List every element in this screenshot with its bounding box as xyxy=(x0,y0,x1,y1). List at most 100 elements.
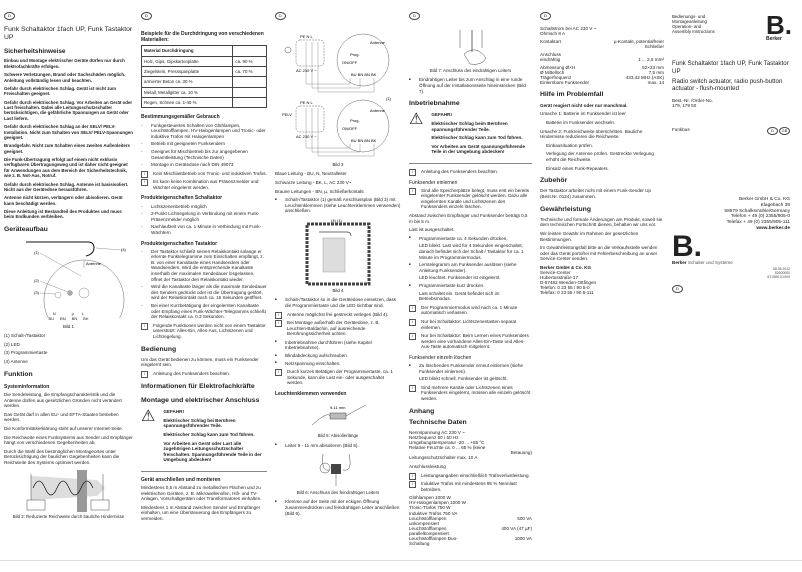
load-value: 1000 VA xyxy=(514,535,532,541)
info-icon: i xyxy=(409,187,416,195)
service-line: D-57482 Wenden-Ottfingen xyxy=(540,280,597,286)
service-line: Hubertusstraße 17 xyxy=(540,275,579,281)
tech-line: Netzfrequenz 50 / 60 Hz xyxy=(409,435,459,441)
spec-label: Einlernbare Funksender xyxy=(540,80,590,86)
switch-props-list: Lichtszenenbetrieb möglich 2-Punkt Licht… xyxy=(141,204,267,236)
info-icon: i xyxy=(409,169,416,176)
info-text: Bei Montage außerhalb der Gerätedose, z.… xyxy=(287,320,380,337)
doc-type-line: Operation- and xyxy=(672,24,702,30)
logo-brand: Berker xyxy=(766,36,782,42)
table-cell: armierter Beton ca. 30 % xyxy=(140,76,234,88)
website-link[interactable]: www.berker.de xyxy=(756,225,790,231)
help-subheading: Gerät reagiert nicht oder nur manchmal. xyxy=(540,102,628,108)
table-cell: Holz, Gips, Gipskartonplatte xyxy=(140,55,234,67)
figure-4: (4) (1) Bild 4 xyxy=(275,218,401,293)
svg-text:(2): (2) xyxy=(34,278,40,283)
product-title: Funk Schaltaktor 1fach UP, Funk Tastakto… xyxy=(4,26,133,41)
safety-item: Antenne nicht kürzen, verlängern oder ab… xyxy=(4,195,123,206)
figure-7: Bild 7: Anschluss des eindrahtigen Leite… xyxy=(409,30,532,73)
push-props-heading: Produkteigenschaften Tastaktor xyxy=(141,240,218,247)
wire-info: Schwarze Leitung - BK, L, AC 230 V~ xyxy=(275,179,352,185)
safety-item: Die Funk-Übertragung erfolgt auf einem n… xyxy=(4,157,128,179)
load-value: 500 VA xyxy=(517,515,532,521)
info-text: Der Programmiermodus wird nach ca. 1 Min… xyxy=(421,304,518,316)
load-label: Leuchtstofflampen unkompensiert xyxy=(409,515,447,526)
footer-logo: B. Berker Schalter und Systeme xyxy=(672,231,798,266)
safety-item: Brandgefahr. Nicht zum Schalten eines zw… xyxy=(4,143,130,154)
doc-code: 82600000 xyxy=(774,271,790,276)
wire-info: Braune Leitungen - BN, µ, Schließerkonta… xyxy=(275,188,364,194)
column-3: D PE N L AC 230 V ~ Antenne Prog. ON/OFF… xyxy=(271,0,405,519)
list-item: Eindrahtigen Leiter bis zum Anschlag in … xyxy=(409,77,532,94)
info-text: Sind mehrere Kanäle oder Lichtszenen ein… xyxy=(421,384,531,401)
load-row: Induktive Trafos 750 VA xyxy=(409,511,532,516)
terminal-label: L xyxy=(81,311,85,317)
operation-text: Um das Gerät bedienen zu können, muss ei… xyxy=(141,356,259,368)
legend-item: (1) Schalt-/Tastaktor xyxy=(4,333,46,339)
learn-heading: Funksender einlernen xyxy=(409,179,458,186)
order-numbers: 179, 179 50 xyxy=(672,103,697,109)
intended-use-heading: Bestimmungsgemäßer Gebrauch xyxy=(141,114,220,121)
strip-step-list: Leiter 9 - 11 mm abisolieren (Bild 5). xyxy=(275,443,401,449)
page-footer xyxy=(0,560,802,572)
table-cell xyxy=(232,97,267,109)
list-item: Leiter 9 - 11 mm abisolieren (Bild 5). xyxy=(275,443,401,449)
address-line: Klagebach 38 xyxy=(760,202,790,208)
info-text: Kein Mischlastbetrieb von Tronic- und in… xyxy=(153,170,267,176)
load-label: Leuchtstofflampen parallelkompensiert xyxy=(409,525,449,536)
load-value: 400 VA (47 µF) xyxy=(501,525,532,531)
info-icon: i xyxy=(409,333,416,341)
load-heading: Anschlussleistung xyxy=(409,463,446,469)
table-row: armierter Beton ca. 30 % xyxy=(140,76,267,88)
logo-brand: Berker xyxy=(672,259,687,265)
info-icon: i xyxy=(409,472,416,480)
language-mark: D xyxy=(275,12,286,20)
strip-length-icon: 9-11 mm xyxy=(311,404,367,426)
spec-label: Trägerfrequenz xyxy=(540,75,572,81)
connect-text: Mindestens 1 m Abstand zwischen Sender u… xyxy=(141,504,261,521)
load-label: Glühlampen 1000 W xyxy=(409,495,451,501)
svg-text:(1): (1) xyxy=(34,250,40,255)
system-info-heading: Systeminformation xyxy=(4,383,50,390)
list-item: Programmiertaste ca. 4 Sekunden drücken. xyxy=(409,236,532,242)
legend-item: (2) LED xyxy=(4,341,20,347)
lang-mark-gb: GB xyxy=(779,127,790,136)
info-text: Es kann keine Kombination aus Präsenzmel… xyxy=(153,179,259,190)
tech-line: Betauung) xyxy=(510,450,532,456)
warning-line: Vor Arbeiten an Gerät oder Last alle zug… xyxy=(163,440,262,463)
help-line: Ursache 2: Funkreichweite überschritten.… xyxy=(540,128,643,140)
table-header-cell xyxy=(232,45,267,57)
address-line: Telefax + 49 (0) 2355/905-111 xyxy=(726,220,790,226)
load-row: Tronic-Trafos 750 W xyxy=(409,505,532,510)
function-heading: Funktion xyxy=(4,370,33,378)
doc-type: Bedienungs- und Montageanleitung Operati… xyxy=(672,14,715,42)
service-address: Berker GmbH & Co. KG Service-Center Hube… xyxy=(540,265,664,295)
help-line: Ursache 1: Batterie im Funksender ist le… xyxy=(540,111,627,117)
figure-6: Bild 6: Anschluss des feindrahtigen Leit… xyxy=(275,452,401,495)
load-label: HV-Halogenlampen 1000 W xyxy=(409,500,466,506)
load-row: Glühlampen 1000 W xyxy=(409,495,532,500)
svg-text:ON/OFF: ON/OFF xyxy=(342,60,358,65)
svg-text:PELV: PELV xyxy=(282,112,292,117)
list-item: LED blinkt. Last wird für 4 Sekunden ein… xyxy=(419,243,524,260)
push-props-list: Der Tastaktor schließt seinen Relaiskont… xyxy=(141,249,267,320)
cover-title-de: Funk Schaltaktor 1fach UP, Funk Tastakto… xyxy=(672,60,789,75)
list-item: Schalt-/Tastaktor (1) gemäß Anschlusspla… xyxy=(275,197,401,214)
solid-step-list: Eindrahtigen Leiter bis zum Anschlag in … xyxy=(409,77,532,94)
materials-heading: Beispiele für die Durchdringung von vers… xyxy=(141,31,264,44)
table-cell: Metall, Metallgitter ca. 10 % xyxy=(140,86,234,99)
figure-2: Bild 2: Reduzierte Reichweite durch baul… xyxy=(4,469,133,519)
info-icon: i xyxy=(409,481,416,489)
doc-type-line: Montageanleitung xyxy=(672,19,707,25)
company-address: Berker GmbH & Co. KG Klagebach 38 58579 … xyxy=(672,197,798,232)
help-line: Verlegung der Antenne prüfen. Gestreckte… xyxy=(546,151,654,162)
column-2: D Beispiele für die Durchdringung von ve… xyxy=(137,0,271,525)
svg-text:BU BN BN BK: BU BN BN BK xyxy=(351,72,377,77)
